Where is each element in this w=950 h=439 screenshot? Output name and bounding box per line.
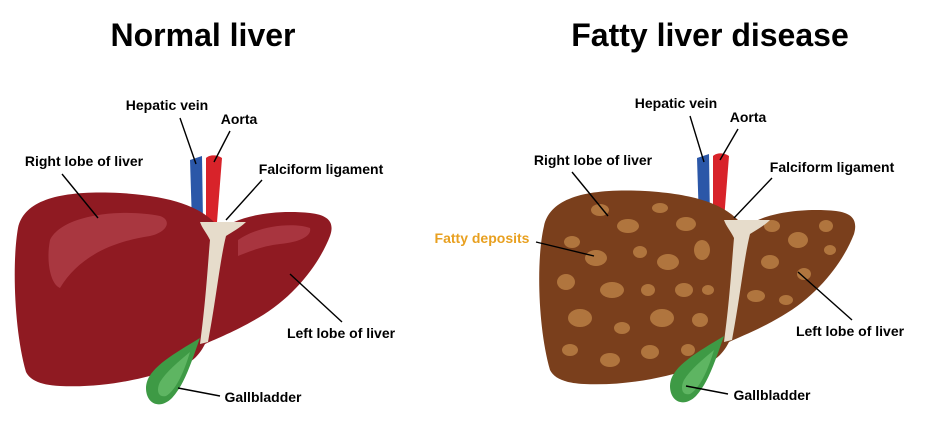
normal-hepatic-vein-label: Hepatic vein: [126, 97, 208, 113]
aorta-icon: [713, 153, 729, 220]
fatty-liver-icon: [539, 153, 856, 403]
fatty-left-lobe-label: Left lobe of liver: [796, 323, 905, 339]
aorta-icon: [206, 155, 222, 222]
fatty-leader-lines: [535, 115, 853, 395]
normal-liver-panel: Normal liver Hepatic vein Aorta Right lo…: [14, 17, 396, 405]
fatty-hepatic-vein-label: Hepatic vein: [635, 95, 717, 111]
normal-aorta-label: Aorta: [221, 111, 258, 127]
fatty-gallbladder-label: Gallbladder: [733, 387, 811, 403]
normal-liver-title: Normal liver: [111, 17, 296, 53]
fatty-liver-title: Fatty liver disease: [571, 17, 848, 53]
fatty-aorta-label: Aorta: [730, 109, 767, 125]
fatty-liver-panel: Fatty liver disease: [435, 17, 905, 403]
normal-falciform-label: Falciform ligament: [259, 161, 384, 177]
fatty-falciform-label: Falciform ligament: [770, 159, 895, 175]
normal-right-lobe-label: Right lobe of liver: [25, 153, 144, 169]
normal-left-lobe-label: Left lobe of liver: [287, 325, 396, 341]
normal-leader-lines: [61, 117, 343, 397]
hepatic-vein-icon: [190, 156, 203, 224]
normal-gallbladder-label: Gallbladder: [224, 389, 302, 405]
fatty-deposits-label: Fatty deposits: [435, 230, 530, 246]
fatty-right-lobe-label: Right lobe of liver: [534, 152, 653, 168]
normal-liver-icon: [14, 155, 332, 405]
